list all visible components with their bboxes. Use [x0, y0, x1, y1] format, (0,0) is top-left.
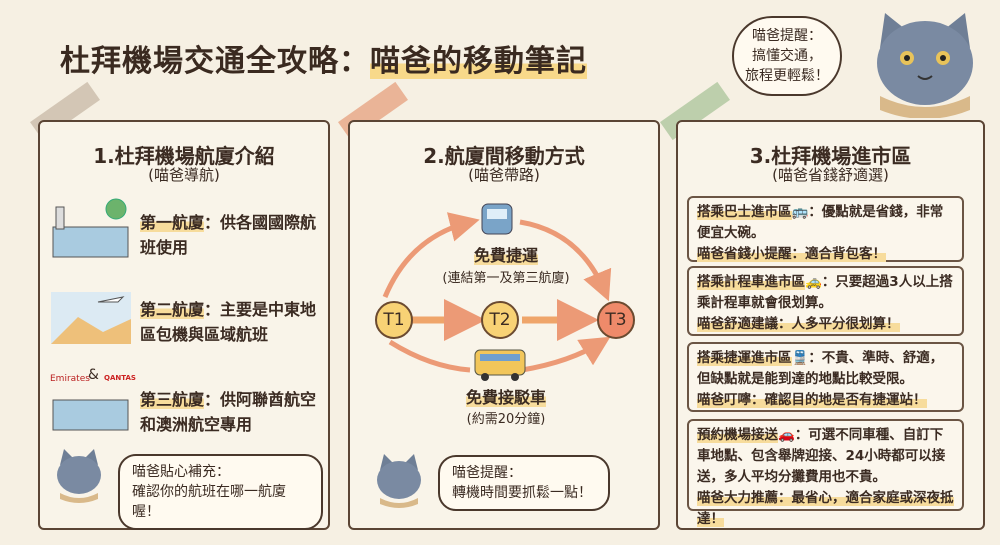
terminal-label: 第二航廈	[140, 300, 205, 319]
transfer-panel: 2.航廈間移動方式 (喵爸帶路) T1 T2 T3 免費捷運 (連結第一及第三航…	[348, 120, 660, 530]
terminal-2-item: 第二航廈：主要是中東地區包機與區域航班	[140, 297, 320, 347]
panel-heading: 1.杜拜機場航廈介紹	[93, 144, 275, 168]
arrow-bus-t3	[521, 336, 611, 373]
terminal-text: ：供阿聯酋航空和澳洲航空專用	[140, 390, 317, 434]
qantas-logo: QANTAS	[104, 374, 136, 382]
panel-heading: 2.航廈間移動方式	[423, 144, 585, 168]
metro-sub: (連結第一及第三航廈)	[442, 271, 570, 286]
panel-subheading: (喵爸省錢舒適選)	[772, 166, 889, 184]
bus-icon	[474, 349, 526, 381]
terminal-building-icon	[52, 198, 129, 258]
tip-bubble: 喵爸貼心補充： 確認你的航班在哪一航廈喔！	[118, 454, 323, 530]
terminal-node-t2: T2	[481, 301, 519, 339]
terminal-node-t1: T1	[375, 301, 413, 339]
tip-bubble: 喵爸提醒： 轉機時間要抓鬆一點！	[438, 455, 610, 511]
terminal-building-icon	[52, 399, 129, 431]
terminal-text: ：主要是中東地區包機與區域航班	[140, 300, 317, 344]
shuttle-label: 免費接駁車	[465, 388, 546, 407]
option-bus: 搭乘巴士進市區🚌：優點就是省錢，非常便宜大碗。喵爸省錢小提醒：適合背包客！	[687, 196, 964, 262]
option-text: ：可選不同車種、自訂下車地點、包含舉牌迎接、24小時都可以接送，多人平均分攤費用…	[697, 427, 946, 485]
tip-line: 喵爸提醒：	[452, 465, 522, 481]
option-taxi: 搭乘計程車進市區🚕：只要超過3人以上搭乘計程車就會很划算。喵爸舒適建議：人多平分…	[687, 266, 964, 336]
top-tip-line: 旅程更輕鬆！	[745, 68, 829, 84]
ampersand: &	[88, 367, 99, 383]
option-text: ：優點就是省錢，非常便宜大碗。	[697, 204, 944, 241]
option-text: ：只要超過3人以上搭乘計程車就會很划算。	[697, 274, 953, 311]
transfer-arrows	[382, 203, 612, 381]
arrow-t1-metro	[382, 212, 480, 298]
option-title: 搭乘巴士進市區	[697, 204, 792, 220]
option-title: 預約機場接送	[697, 427, 778, 443]
train-icon: 🚆	[791, 350, 809, 366]
option-tip: 喵爸叮嚀：確認目的地是否有捷運站！	[697, 392, 927, 408]
tip-line: 確認你的航班在哪一航廈喔！	[132, 484, 286, 520]
option-airport-transfer: 預約機場接送🚗：可選不同車種、自訂下車地點、包含舉牌迎接、24小時都可以接送，多…	[687, 419, 964, 527]
terminal-node-t3: T3	[597, 301, 635, 339]
option-title: 搭乘計程車進市區	[697, 274, 805, 290]
top-tip-line: 喵爸提醒：	[752, 28, 822, 44]
tip-line: 喵爸貼心補充：	[132, 464, 230, 480]
desert-plane-icon	[51, 292, 131, 344]
option-tip: 喵爸舒適建議：人多平分很划算！	[697, 316, 900, 332]
car-icon: 🚗	[778, 427, 795, 443]
arrow-metro-t3	[519, 219, 612, 302]
train-icon	[481, 203, 513, 235]
terminal-1-item: 第一航廈：供各國國際航班使用	[140, 210, 320, 260]
top-tip-bubble: 喵爸提醒： 搞懂交通， 旅程更輕鬆！	[732, 16, 842, 96]
panel-subheading: (喵爸導航)	[148, 166, 220, 184]
panel-subheading: (喵爸帶路)	[468, 166, 540, 184]
panel-heading: 3.杜拜機場進市區	[749, 144, 912, 168]
emirates-logo: Emirates	[50, 374, 90, 384]
option-metro: 搭乘捷運進市區🚆：不貴、準時、舒適，但缺點就是能到達的地點比較受限。喵爸叮嚀：確…	[687, 342, 964, 412]
cat-icon	[377, 454, 421, 508]
option-tip: 喵爸省錢小提醒：適合背包客！	[697, 246, 886, 262]
arrow-t1-bus	[388, 339, 471, 373]
cat-mascot-icon	[877, 13, 973, 118]
terminal-panel: 1.杜拜機場航廈介紹 (喵爸導航) 第一航廈：供各國國際航班使用 第二航廈：主要…	[38, 120, 330, 530]
page-title: 杜拜機場交通全攻略：喵爸的移動筆記	[60, 36, 587, 80]
title-part2: 喵爸的移動筆記	[370, 44, 587, 79]
taxi-icon: 🚕	[805, 274, 822, 290]
terminal-text: ：供各國國際航班使用	[140, 213, 317, 257]
bus-icon: 🚌	[791, 204, 809, 220]
terminal-label: 第一航廈	[140, 213, 205, 232]
tip-line: 轉機時間要抓鬆一點！	[452, 485, 592, 501]
terminal-3-item: 第三航廈：供阿聯酋航空和澳洲航空專用	[140, 387, 320, 437]
cat-icon	[57, 449, 101, 503]
option-text: ：不貴、準時、舒適，但缺點就是能到達的地點比較受限。	[697, 350, 944, 387]
option-title: 搭乘捷運進市區	[697, 350, 792, 366]
terminal-label: 第三航廈	[140, 390, 205, 409]
title-part1: 杜拜機場交通全攻略：	[60, 44, 370, 79]
top-tip-line: 搞懂交通，	[752, 48, 822, 64]
shuttle-sub: (約需20分鐘)	[466, 412, 546, 427]
metro-label: 免費捷運	[473, 246, 538, 265]
